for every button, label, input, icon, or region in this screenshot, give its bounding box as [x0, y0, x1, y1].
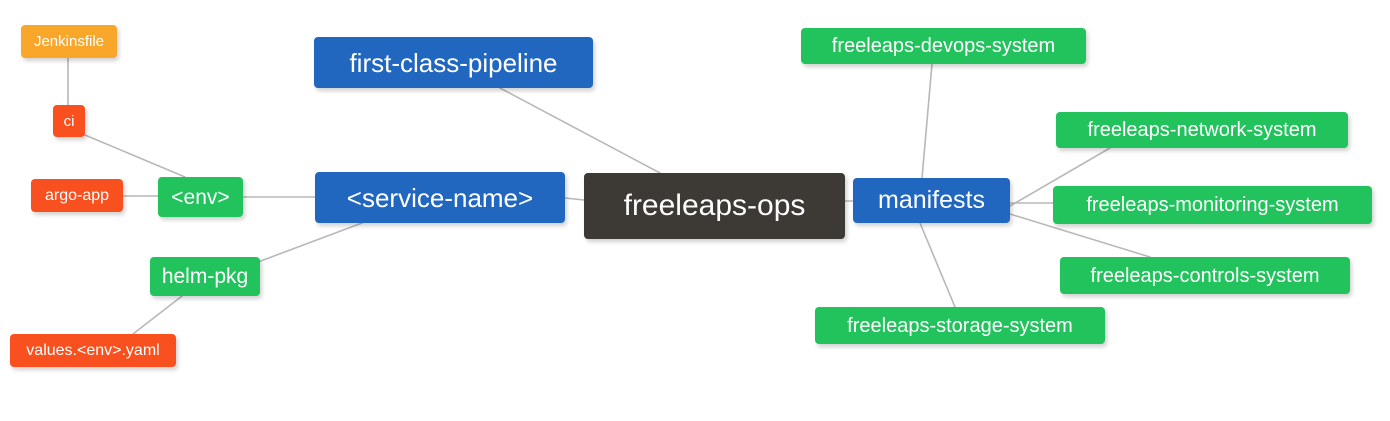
node-label-freeleaps-storage-system: freeleaps-storage-system — [847, 314, 1073, 337]
node-freeleaps-network-system[interactable]: freeleaps-network-system — [1056, 112, 1348, 148]
node-label-argo-app: argo-app — [44, 186, 110, 204]
node-service-name[interactable]: <service-name> — [315, 172, 565, 223]
node-label-manifests: manifests — [878, 186, 985, 214]
node-label-ci: ci — [63, 112, 75, 130]
node-label-freeleaps-devops-system: freeleaps-devops-system — [831, 35, 1056, 57]
node-freeleaps-devops-system[interactable]: freeleaps-devops-system — [801, 28, 1086, 64]
node-label-env: <env> — [171, 185, 230, 209]
node-label-values-env-yaml: values.<env>.yaml — [26, 341, 160, 359]
node-manifests[interactable]: manifests — [853, 178, 1010, 223]
node-label-service-name: <service-name> — [346, 182, 534, 213]
node-freeleaps-ops[interactable]: freeleaps-ops — [584, 173, 845, 239]
node-label-helm-pkg: helm-pkg — [161, 265, 249, 288]
node-label-freeleaps-controls-system: freeleaps-controls-system — [1090, 264, 1320, 287]
node-ci[interactable]: ci — [53, 105, 85, 137]
edge-manifests-to-freeleaps-storage-system — [919, 222, 956, 308]
node-values-env-yaml[interactable]: values.<env>.yaml — [10, 334, 176, 367]
node-freeleaps-storage-system[interactable]: freeleaps-storage-system — [815, 307, 1105, 344]
node-env[interactable]: <env> — [158, 177, 243, 217]
edge-freeleaps-ops-to-service-name — [564, 197, 585, 201]
node-label-freeleaps-ops: freeleaps-ops — [623, 189, 806, 222]
node-label-freeleaps-network-system: freeleaps-network-system — [1087, 119, 1317, 141]
edge-env-to-ci — [84, 134, 186, 178]
node-argo-app[interactable]: argo-app — [31, 179, 123, 212]
node-first-class-pipeline[interactable]: first-class-pipeline — [314, 37, 593, 88]
node-freeleaps-monitoring-system[interactable]: freeleaps-monitoring-system — [1053, 186, 1372, 224]
node-label-first-class-pipeline: first-class-pipeline — [349, 47, 558, 78]
edge-service-name-to-helm-pkg — [257, 222, 363, 263]
edge-helm-pkg-to-values-env-yaml — [132, 295, 183, 335]
node-label-jenkinsfile: Jenkinsfile — [33, 33, 105, 50]
node-helm-pkg[interactable]: helm-pkg — [150, 257, 260, 296]
edge-manifests-to-freeleaps-devops-system — [921, 63, 933, 179]
node-jenkinsfile[interactable]: Jenkinsfile — [21, 25, 117, 58]
node-freeleaps-controls-system[interactable]: freeleaps-controls-system — [1060, 257, 1350, 294]
edge-freeleaps-ops-to-first-class-pipeline — [499, 87, 661, 174]
node-label-freeleaps-monitoring-system: freeleaps-monitoring-system — [1086, 194, 1339, 216]
